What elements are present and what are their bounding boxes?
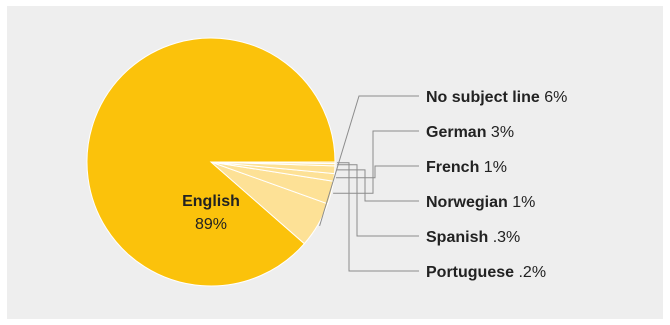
slice-label-english: English: [182, 193, 240, 210]
slice-label-norwegian: Norwegian 1%: [426, 194, 535, 211]
chart-panel: English 89% No subject line 6% German 3%…: [7, 6, 663, 319]
leader-line-german: [333, 130, 419, 194]
slice-value-english: 89%: [195, 216, 227, 233]
leader-line-portuguese: [337, 162, 419, 272]
pie-slice-portuguese: [210, 161, 336, 165]
leader-line-spanish: [337, 164, 419, 237]
pie-chart: English 89% No subject line 6% German 3%…: [86, 37, 567, 287]
slice-label-french: French 1%: [426, 159, 507, 176]
leader-line-norwegian: [336, 169, 419, 202]
slice-label-no-subject-line: No subject line 6%: [426, 89, 567, 106]
leader-lines: [319, 95, 419, 272]
leader-line-french: [336, 165, 419, 179]
slice-label-german: German 3%: [426, 124, 514, 141]
leader-line-no-subject-line: [319, 95, 419, 227]
slice-label-portuguese: Portuguese .2%: [426, 264, 546, 281]
pie-slices: [86, 37, 336, 287]
slice-label-spanish: Spanish .3%: [426, 229, 520, 246]
